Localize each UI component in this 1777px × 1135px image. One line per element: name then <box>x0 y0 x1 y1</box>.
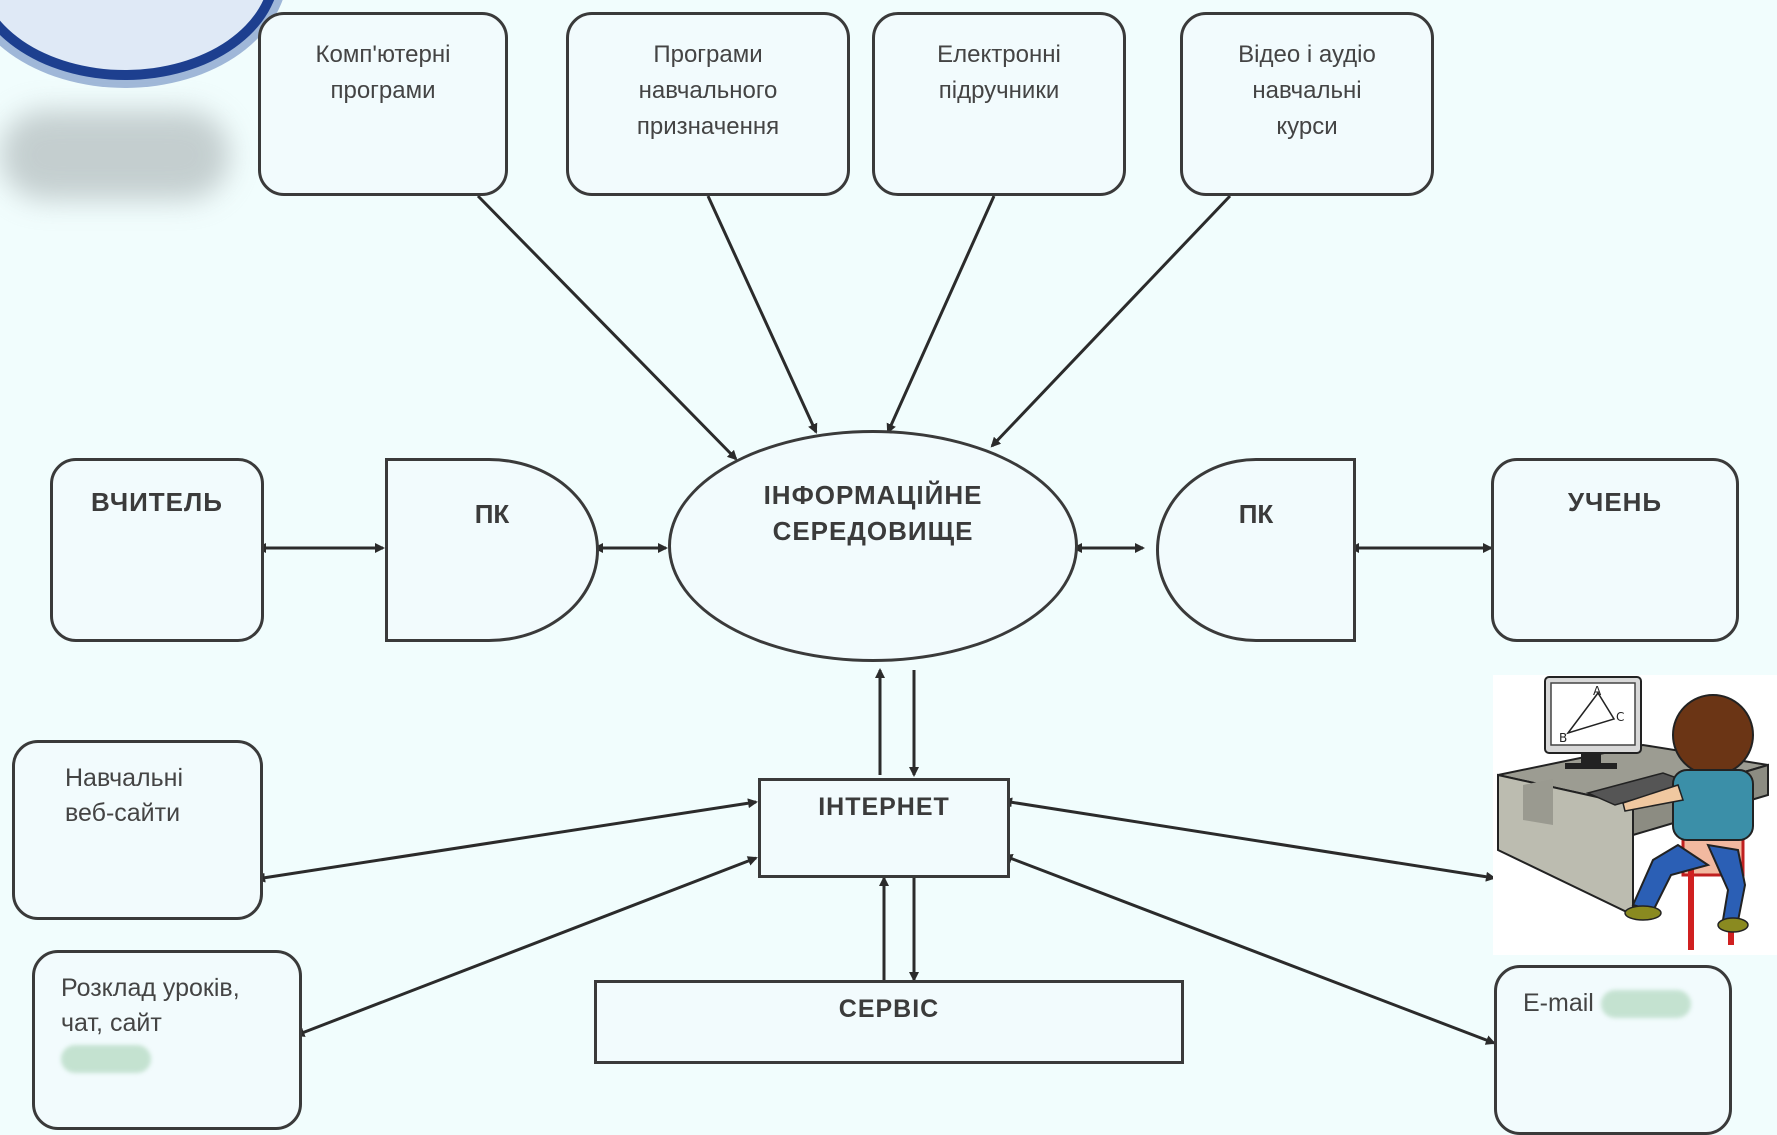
box-electronic-textbooks: Електронні підручники <box>872 12 1126 196</box>
center-line2: СЕРЕДОВИЩЕ <box>772 516 974 546</box>
center-line1: ІНФОРМАЦІЙНЕ <box>763 480 983 510</box>
schedule-text: Розклад уроків, чат, сайт <box>61 974 240 1037</box>
clipart-label-c: C <box>1616 710 1624 724</box>
arrow-internet-email <box>1002 854 1496 1045</box>
blurred-shape <box>0 110 230 200</box>
pc-right-shape: ПК <box>1156 458 1356 642</box>
box-educational-programs: Програми навчального призначення <box>566 12 850 196</box>
student-computer-clipart: A B C <box>1493 675 1777 955</box>
box-computer-programs: Комп'ютерні програми <box>258 12 508 196</box>
redacted-blur <box>61 1045 151 1074</box>
arrow-programs-to-center <box>476 194 738 461</box>
box-schedule: Розклад уроків, чат, сайт <box>32 950 302 1130</box>
computer-programs-label: Комп'ютерні програми <box>315 41 451 104</box>
arrow-textbooks-to-center <box>886 195 996 434</box>
electronic-textbooks-label: Електронні підручники <box>937 41 1061 104</box>
clipart-label-b: B <box>1559 731 1567 745</box>
box-teacher: ВЧИТЕЛЬ <box>50 458 264 642</box>
information-environment: ІНФОРМАЦІЙНЕ СЕРЕДОВИЩЕ <box>668 430 1078 662</box>
internet-label: ІНТЕРНЕТ <box>818 793 950 821</box>
clipart-label-a: A <box>1593 684 1602 698</box>
service-label: СЕРВІС <box>838 995 940 1023</box>
teacher-label: ВЧИТЕЛЬ <box>91 487 223 517</box>
arrow-internet-websites <box>255 798 758 883</box>
box-internet: ІНТЕРНЕТ <box>758 778 1010 878</box>
educational-websites-label: Навчальні веб-сайти <box>65 764 184 827</box>
box-student: УЧЕНЬ <box>1491 458 1739 642</box>
arrow-internet-student <box>1002 797 1496 882</box>
arrow-educational-to-center <box>706 195 818 434</box>
student-label: УЧЕНЬ <box>1567 487 1663 517</box>
pc-right-label: ПК <box>1238 499 1274 529</box>
box-video-audio-courses: Відео і аудіо навчальні курси <box>1180 12 1434 196</box>
educational-programs-label: Програми навчального призначення <box>636 41 780 140</box>
pc-left-label: ПК <box>474 499 510 529</box>
video-audio-courses-label: Відео і аудіо навчальні курси <box>1238 41 1376 140</box>
arrow-internet-schedule <box>294 856 758 1037</box>
schedule-label: Розклад уроків, чат, сайт <box>61 971 241 1076</box>
box-email: E-mail <box>1494 965 1732 1135</box>
pc-left-shape: ПК <box>385 458 599 642</box>
box-educational-websites: Навчальні веб-сайти <box>12 740 263 920</box>
box-service: СЕРВІС <box>594 980 1184 1064</box>
redacted-blur-email <box>1600 990 1691 1019</box>
arrow-courses-to-center <box>990 194 1232 448</box>
email-label: E-mail <box>1523 989 1594 1017</box>
